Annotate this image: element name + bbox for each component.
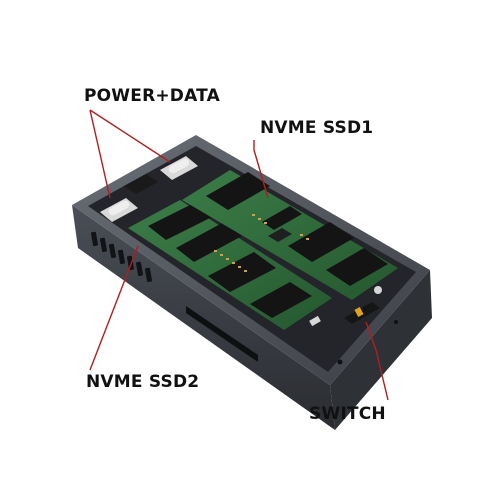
leader-line-power-a bbox=[89, 109, 111, 199]
label-switch: SWITCH bbox=[309, 404, 386, 424]
slide-switch-icon bbox=[344, 302, 380, 324]
nvme-ssd2-board bbox=[128, 200, 332, 330]
enclosure-right-side bbox=[330, 270, 432, 430]
label-power-data: POWER+DATA bbox=[84, 86, 220, 106]
card-slot bbox=[186, 306, 258, 362]
connector-block bbox=[124, 174, 158, 194]
screw-hole bbox=[394, 320, 398, 324]
label-nvme-ssd2: NVME SSD2 bbox=[86, 372, 200, 392]
leader-line-ssd2 bbox=[89, 245, 139, 371]
leader-line-switch bbox=[365, 321, 389, 401]
usb-c-port-icon bbox=[100, 198, 138, 222]
led-hole bbox=[337, 359, 343, 365]
nvme-ssd1-board bbox=[182, 170, 398, 300]
leader-line-ssd1 bbox=[253, 140, 269, 199]
leader-lines bbox=[89, 109, 389, 401]
usb-c-port-icon bbox=[160, 156, 198, 180]
vent-slots bbox=[90, 231, 153, 283]
enclosure-left-side bbox=[72, 205, 335, 430]
leader-line-power-b bbox=[89, 109, 171, 163]
label-nvme-ssd1: NVME SSD1 bbox=[260, 118, 374, 138]
